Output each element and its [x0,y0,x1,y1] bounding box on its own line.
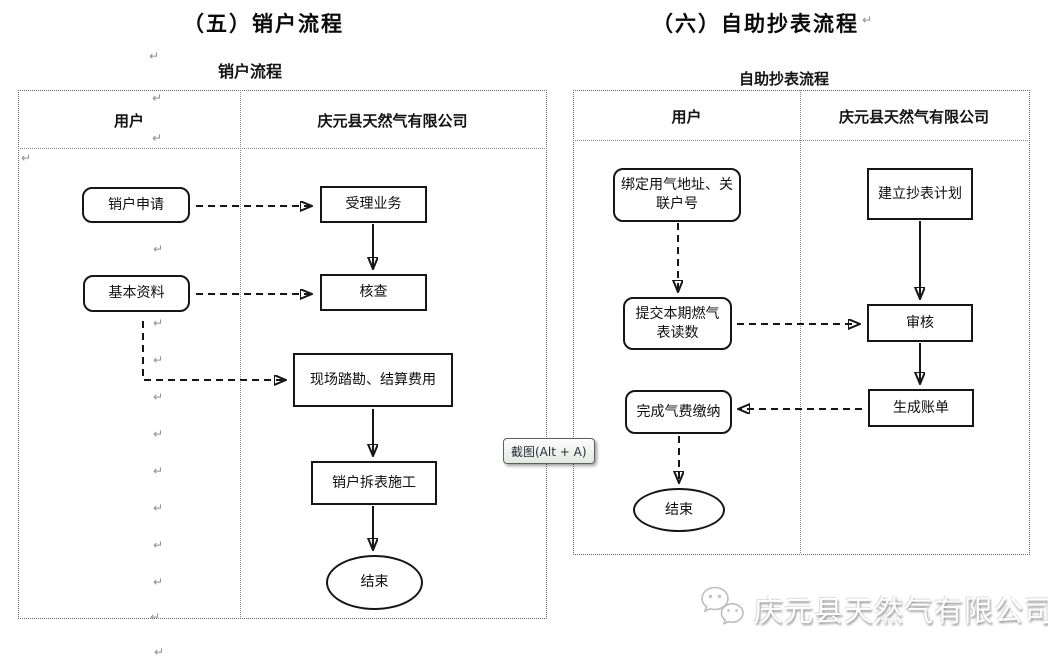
right-header-divider [573,140,1028,141]
wechat-logo-icon [701,586,744,625]
right-section-heading: （六）自助抄表流程 [652,12,859,36]
paragraph-mark: ↵ [154,645,165,656]
right-lane-user-label: 用户 [671,108,702,126]
left-lane-user-label: 用户 [113,112,144,130]
right-flowchart-frame [573,90,1030,555]
right-chart-title: 自助抄表流程 [739,70,830,88]
flow-node-review: 审核 [867,304,973,342]
flow-node-reading-plan: 建立抄表计划 [867,168,973,220]
company-watermark: 庆元县天然气有限公司 [698,584,1048,630]
left-header-divider [18,148,545,149]
left-section-heading: （五）销户流程 [183,12,344,36]
flow-node-cancel-apply: 销户申请 [82,187,190,223]
tooltip-label: 截图(Alt + A) [511,444,587,459]
flow-node-accept-business: 受理业务 [320,186,427,223]
left-flowchart-frame [18,90,547,619]
screenshot-hotkey-tooltip: 截图(Alt + A) [503,438,595,464]
flow-node-generate-bill: 生成账单 [868,389,974,427]
paragraph-mark: ↵ [862,13,873,27]
paragraph-mark: ↵ [149,49,160,63]
left-lane-divider [240,90,241,617]
flow-node-site-survey: 现场踏勘、结算费用 [293,353,453,407]
watermark-company-name: 庆元县天然气有限公司 [754,594,1048,628]
flow-node-right-end: 结束 [633,488,725,532]
right-lane-divider [800,90,801,553]
flow-node-verify: 核查 [320,274,427,311]
flow-node-submit-reading: 提交本期燃气表读数 [623,297,732,350]
flow-node-basic-info: 基本资料 [83,275,190,312]
left-lane-company-label: 庆元县天然气有限公司 [317,112,468,130]
flow-node-pay-fee: 完成气费缴纳 [625,390,732,434]
left-chart-title: 销户流程 [218,62,283,81]
flow-node-left-end: 结束 [326,555,423,610]
flow-node-meter-removal: 销户拆表施工 [311,461,437,505]
right-lane-company-label: 庆元县天然气有限公司 [838,108,989,126]
flow-node-bind-address: 绑定用气地址、关联户号 [613,168,741,222]
